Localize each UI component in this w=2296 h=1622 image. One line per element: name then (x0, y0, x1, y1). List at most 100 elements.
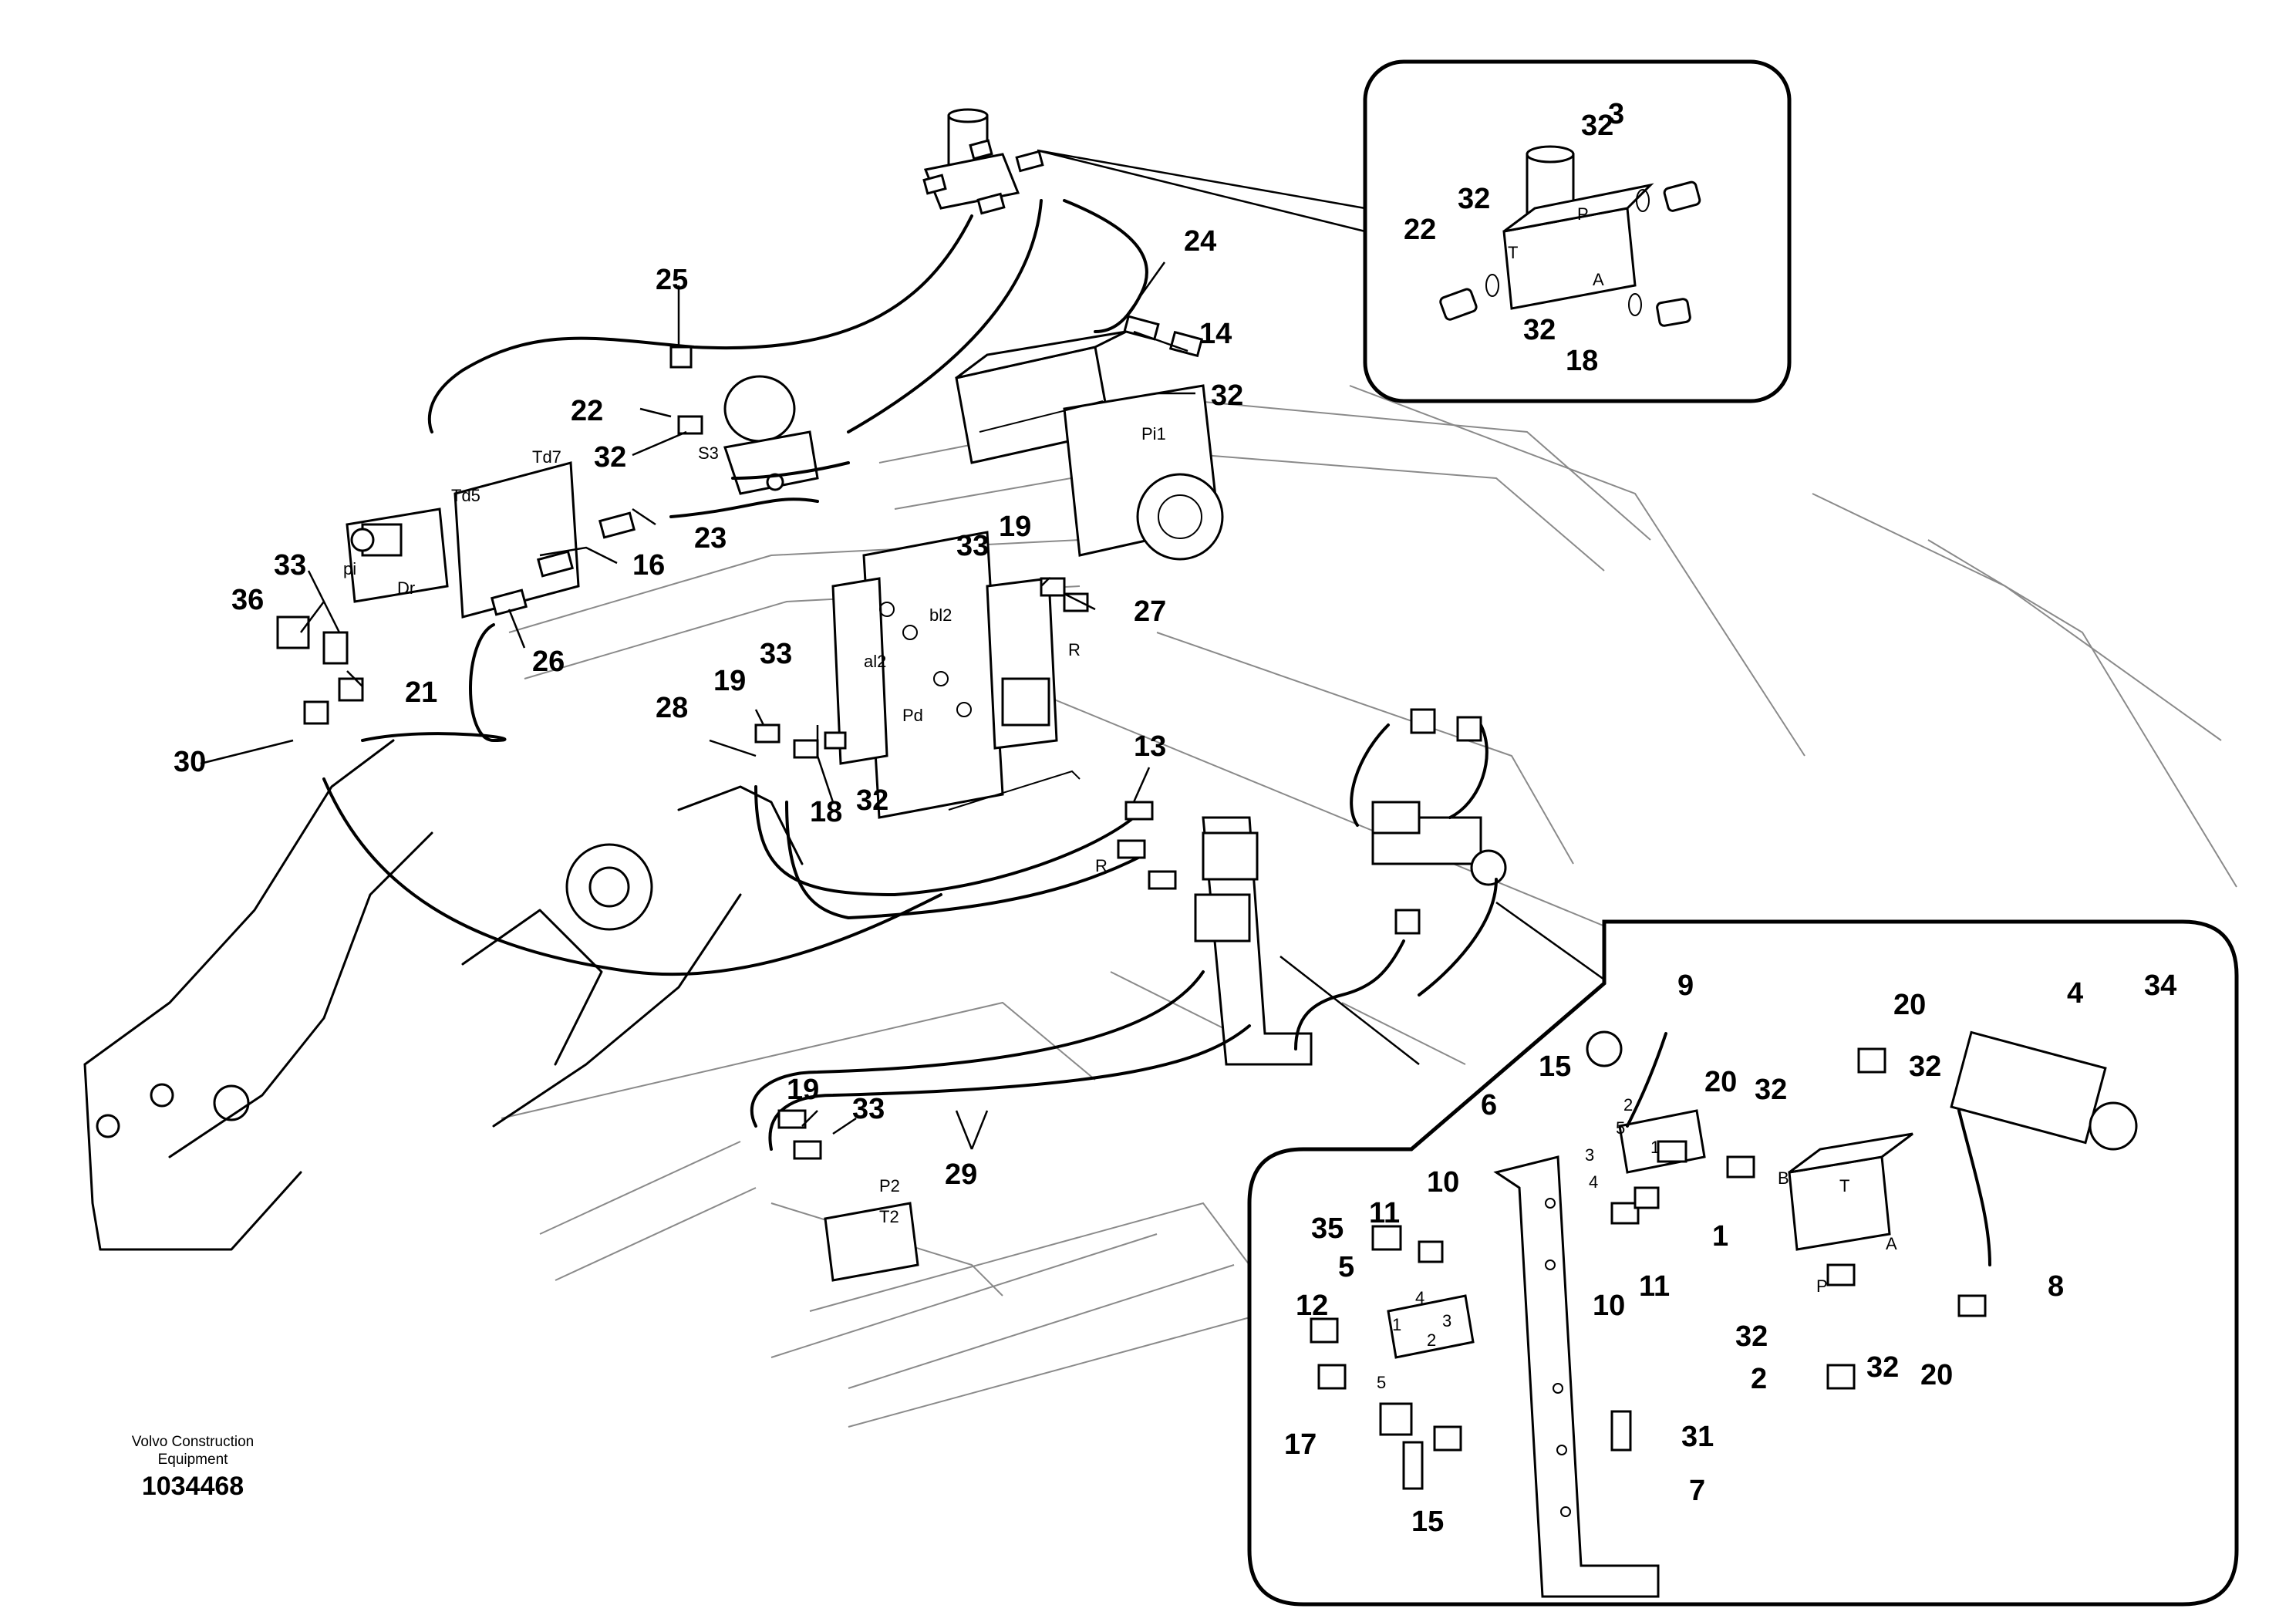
callout-28: 28 (656, 692, 688, 724)
hose-lines (322, 199, 1498, 1151)
port-labels: pi Dr Td5 Td7 S3 Pi1 bl2 al2 Pd R R P2 T… (343, 204, 1897, 1392)
valve-bracket-center (1194, 816, 1313, 1066)
callout-5: 5 (1338, 1251, 1354, 1283)
callout-9: 9 (1677, 969, 1694, 1002)
port-n1-top: 1 (1650, 1138, 1660, 1157)
callout-33-valve: 33 (956, 530, 989, 562)
port-t-inset2: T (1839, 1176, 1849, 1195)
inset-solenoid-assembly (1247, 901, 2239, 1607)
callout-20-mid: 20 (1704, 1066, 1737, 1098)
port-r-valve: R (1068, 640, 1081, 659)
callout-23: 23 (694, 522, 727, 555)
callout-32-mid: 32 (1755, 1074, 1787, 1106)
callout-33-bottom: 33 (852, 1093, 885, 1125)
callout-17: 17 (1284, 1428, 1317, 1461)
document-number: 1034468 (141, 1472, 244, 1501)
callout-15-top: 15 (1539, 1050, 1571, 1083)
callout-leaders (200, 261, 1195, 1150)
callout-2: 2 (1751, 1363, 1767, 1395)
callout-32-inset-b: 32 (1458, 183, 1490, 215)
callout-19-bottom: 19 (787, 1074, 819, 1106)
callout-29: 29 (945, 1158, 977, 1191)
port-pi: pi (343, 559, 356, 578)
callout-33-left: 33 (274, 549, 306, 582)
solenoid-valve-mid (1371, 801, 1507, 886)
callout-12: 12 (1296, 1290, 1328, 1322)
port-t-inset1: T (1508, 243, 1518, 262)
pressure-sensor-bracket (346, 461, 580, 619)
port-r-bracket: R (1095, 856, 1108, 875)
callout-1: 1 (1712, 1220, 1728, 1253)
callout-33-center: 33 (760, 638, 792, 670)
port-pd: Pd (902, 706, 923, 725)
callout-14: 14 (1199, 318, 1232, 350)
callout-20-lower: 20 (1920, 1359, 1953, 1391)
port-n5-top: 5 (1616, 1118, 1625, 1138)
port-t2: T2 (879, 1207, 899, 1226)
port-s3: S3 (698, 443, 719, 463)
pilot-valve-top (923, 108, 1020, 210)
callout-6: 6 (1481, 1089, 1497, 1121)
callout-18-inset: 18 (1566, 345, 1598, 377)
port-b-inset2: B (1778, 1168, 1789, 1188)
callout-22: 22 (571, 395, 603, 427)
callout-35: 35 (1311, 1212, 1344, 1245)
port-dr: Dr (397, 578, 415, 598)
callout-32-inset-a: 32 (1581, 110, 1613, 142)
callout-10-top: 10 (1427, 1166, 1459, 1199)
callout-16: 16 (632, 549, 665, 582)
accumulator (723, 375, 819, 495)
port-p2: P2 (879, 1176, 900, 1195)
control-valve (831, 531, 1081, 819)
boom-structure (83, 739, 804, 1251)
callout-32-acc: 32 (594, 441, 626, 474)
port-n3-bottom: 3 (1442, 1311, 1451, 1330)
machine-frame-outline (501, 385, 2237, 1428)
callout-labels: 3 32 32 22 32 18 24 14 32 25 22 32 23 16… (174, 98, 2176, 1538)
port-p-inset2: P (1816, 1276, 1828, 1296)
callout-10-bottom: 10 (1593, 1290, 1625, 1322)
callout-32-inset-c: 32 (1523, 314, 1556, 346)
callout-34: 34 (2144, 969, 2176, 1002)
callout-7: 7 (1689, 1475, 1705, 1507)
port-n5-bottom: 5 (1377, 1373, 1386, 1392)
callout-32-left: 32 (1735, 1320, 1768, 1353)
callout-24: 24 (1184, 225, 1216, 258)
callout-15-bottom: 15 (1411, 1506, 1444, 1538)
callout-32-center: 32 (856, 784, 888, 817)
tank-block (824, 1202, 919, 1282)
port-al2: al2 (864, 652, 886, 671)
port-a-inset2: A (1886, 1234, 1897, 1253)
port-td5: Td5 (451, 486, 480, 505)
port-pi1: Pi1 (1141, 424, 1166, 443)
callout-8: 8 (2048, 1270, 2064, 1303)
port-n4-top: 4 (1589, 1172, 1598, 1192)
port-bl2: bl2 (929, 605, 952, 625)
callout-20-top: 20 (1893, 989, 1926, 1021)
port-n2-bottom: 2 (1427, 1330, 1436, 1350)
callout-19-center: 19 (713, 665, 746, 697)
inset-pilot-valve (1037, 59, 1792, 403)
callout-25: 25 (656, 264, 688, 296)
callout-11-bottom: 11 (1639, 1270, 1670, 1303)
port-n2-top: 2 (1623, 1095, 1633, 1114)
callout-4: 4 (2067, 977, 2083, 1010)
callout-31: 31 (1681, 1421, 1714, 1453)
company-name-line2: Equipment (157, 1452, 228, 1468)
callout-13: 13 (1134, 730, 1166, 763)
callout-3-inset: 3 (1608, 98, 1624, 130)
port-n4-bottom: 4 (1415, 1288, 1424, 1307)
port-n1-bottom: 1 (1392, 1315, 1401, 1334)
callout-27: 27 (1134, 595, 1166, 628)
callout-11-top: 11 (1369, 1197, 1400, 1229)
callout-21: 21 (405, 676, 437, 709)
main-pump (955, 330, 1224, 561)
callout-18-center: 18 (810, 796, 842, 828)
callout-32-pump: 32 (1211, 379, 1243, 412)
callout-36: 36 (231, 584, 264, 616)
callout-32-lower: 32 (1866, 1351, 1899, 1384)
port-p-inset1: P (1577, 204, 1589, 224)
callout-22-inset: 22 (1404, 214, 1436, 246)
callout-19-valve: 19 (999, 511, 1031, 543)
